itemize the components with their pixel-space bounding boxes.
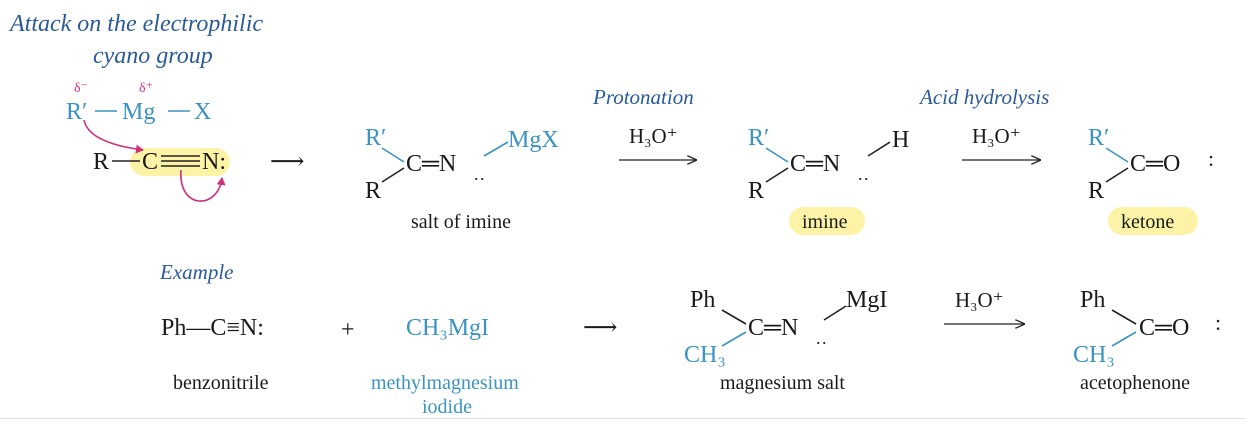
mgsalt-core: C═N (748, 315, 799, 341)
mgsalt-ch3-bond (721, 331, 747, 347)
product-ch3: CH₃ (1073, 342, 1115, 368)
salt-n-lone-pair-2: . (480, 164, 485, 184)
ketone-r-prime: R′ (1088, 125, 1110, 151)
grignard-label-line2: iodide (422, 396, 472, 418)
mgsalt-mgi: MgI (846, 287, 888, 313)
mgsalt-n-lone-pair-2: . (822, 328, 827, 348)
salt-label: salt of imine (411, 211, 511, 233)
ketone-label: ketone (1121, 211, 1175, 233)
imine-r: R (748, 178, 765, 204)
product-core: C═O (1139, 315, 1190, 341)
ketone-r: R (1088, 178, 1105, 204)
ketone-o-lone-pair: : (1208, 146, 1214, 171)
imine-n-lone-pair: . (858, 164, 863, 184)
product-ph: Ph (1080, 287, 1106, 313)
r-atom: R (93, 149, 110, 175)
imine-n-h-bond (867, 141, 891, 157)
imine-rprime-bond (765, 147, 789, 163)
mg-atom: Mg (122, 99, 156, 125)
salt-r-prime: R′ (365, 125, 387, 151)
bottom-divider (0, 418, 1246, 419)
product-ch3-bond (1111, 331, 1137, 347)
example-heading: Example (160, 260, 234, 284)
reagent-h3o-2: H₃O⁺ (972, 124, 1021, 148)
imine-n-lone-pair-2: . (864, 164, 869, 184)
curved-arrow-pi-electrons (180, 169, 226, 202)
ketone-r-bond (1105, 167, 1129, 183)
salt-mgx: MgX (508, 127, 559, 153)
mgsalt-ch3: CH₃ (684, 342, 726, 368)
c-n-triple-bond (161, 155, 200, 167)
ketone-rprime-bond (1105, 147, 1129, 163)
salt-n-mg-bond (483, 141, 509, 157)
protonation-heading: Protonation (593, 85, 694, 109)
imine-h: H (892, 127, 910, 153)
product-o-lone-pair: : (1215, 310, 1221, 335)
reagent-h3o-1: H₃O⁺ (629, 124, 678, 148)
plus-sign: + (341, 317, 355, 343)
ketone-label-highlight (1108, 207, 1198, 235)
mgsalt-ph-bond (721, 309, 747, 325)
product-ph-bond (1111, 309, 1137, 325)
cyano-highlight (130, 148, 230, 176)
benzonitrile-label: benzonitrile (173, 372, 269, 394)
acid-hydrolysis-heading: Acid hydrolysis (920, 85, 1050, 109)
product-label: acetophenone (1080, 372, 1190, 394)
salt-r: R (365, 178, 382, 204)
salt-core: C═N (406, 151, 457, 177)
reaction-arrow-example: ⟶ (583, 315, 618, 341)
delta-plus-label: δ⁺ (139, 81, 153, 96)
imine-core: C═N (790, 151, 841, 177)
reaction-arrow-1: ⟶ (270, 149, 305, 175)
grignard-label-line1: methylmagnesium (371, 372, 519, 394)
salt-rprime-bond (381, 147, 405, 163)
salt-n-lone-pair: . (474, 164, 479, 184)
c-atom: C (142, 149, 159, 175)
imine-r-bond (765, 167, 789, 183)
delta-minus-label: δ⁻ (74, 81, 88, 96)
r-prime-atom: R′ (66, 99, 88, 125)
attack-heading-line1: Attack on the electrophilic (10, 11, 264, 37)
imine-r-prime: R′ (748, 125, 770, 151)
mgsalt-label: magnesium salt (720, 372, 845, 394)
mgsalt-n-mg-bond (823, 305, 847, 321)
mgsalt-n-lone-pair: . (816, 328, 821, 348)
grignard-formula: CH₃MgI (406, 315, 490, 341)
mgsalt-ph: Ph (690, 287, 716, 313)
benzonitrile-formula: Ph—C≡N: (161, 315, 264, 341)
x-atom: X (194, 99, 212, 125)
imine-label-highlight (789, 207, 865, 235)
imine-label: imine (802, 211, 848, 233)
attack-heading-line2: cyano group (93, 43, 213, 69)
ketone-core: C═O (1130, 151, 1181, 177)
n-atom: N: (202, 149, 226, 175)
reagent-h3o-3: H₃O⁺ (955, 288, 1004, 312)
curved-arrow-attack (83, 119, 144, 154)
salt-r-bond (381, 167, 405, 183)
